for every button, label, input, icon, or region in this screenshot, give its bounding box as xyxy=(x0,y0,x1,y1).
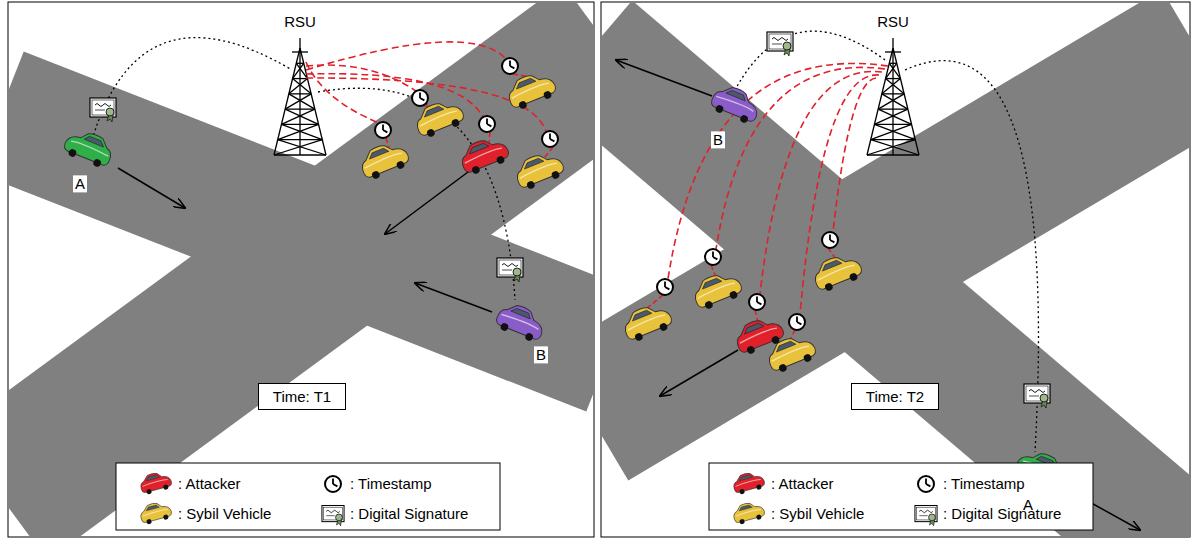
timestamp-icon xyxy=(502,58,518,74)
rsu-tower xyxy=(274,38,326,155)
timestamp-icon xyxy=(375,122,391,138)
sybil-vehicle xyxy=(512,147,567,192)
vehicle-a xyxy=(61,125,116,170)
sybil-vehicle xyxy=(620,299,675,344)
signature-icon xyxy=(1024,384,1050,408)
time-label: Time: T2 xyxy=(866,388,924,405)
timestamp-icon xyxy=(705,249,721,265)
legend-text: : Sybil Vehicle xyxy=(178,505,271,522)
timestamp-icon xyxy=(657,279,673,295)
attacker-vehicle xyxy=(732,312,787,357)
sybil-link xyxy=(306,62,379,123)
sybil-link xyxy=(668,63,888,279)
sybil-vehicle xyxy=(810,249,865,294)
time-label: Time: T1 xyxy=(273,388,331,405)
time-box: Time: T2 xyxy=(851,383,939,410)
scene xyxy=(61,31,1140,530)
legend-text: : Attacker xyxy=(771,475,834,492)
signature-icon xyxy=(497,258,523,282)
legend-text: : Timestamp xyxy=(943,475,1025,492)
sybil-link xyxy=(833,78,876,232)
sybil-vehicle xyxy=(357,137,412,182)
road xyxy=(8,48,594,496)
legend-sybil-icon xyxy=(138,499,173,525)
motion-arrow xyxy=(415,283,492,312)
motion-arrow xyxy=(118,168,185,208)
timestamp-icon xyxy=(479,116,495,132)
signature-link xyxy=(92,38,292,140)
vehicle-label: A xyxy=(73,175,87,192)
signature-link xyxy=(318,88,515,300)
legend-box xyxy=(116,463,500,530)
sybil-link xyxy=(489,132,490,143)
sybil-link xyxy=(646,295,663,309)
timestamp-icon xyxy=(749,294,765,310)
legend-attacker-icon xyxy=(138,469,173,495)
sybil-link xyxy=(800,75,879,314)
sybil-link xyxy=(760,71,882,294)
signature-icon xyxy=(90,98,116,122)
legend-box xyxy=(709,463,1093,530)
sybil-link xyxy=(716,67,885,249)
timestamp-icon xyxy=(325,476,341,492)
rsu-label: RSU xyxy=(875,13,911,30)
timestamp-icon xyxy=(918,476,934,492)
vehicle-label: B xyxy=(711,131,725,148)
rsu-tower xyxy=(867,38,919,155)
legend-text: : Digital Signature xyxy=(943,505,1061,522)
attacker-vehicle xyxy=(457,132,512,177)
motion-arrow xyxy=(660,350,738,396)
timestamp-icon xyxy=(412,90,428,106)
sybil-vehicle xyxy=(690,267,745,312)
timestamp-icon xyxy=(822,232,838,248)
legend-text: : Attacker xyxy=(178,475,241,492)
signature-icon xyxy=(322,506,344,526)
motion-arrow xyxy=(616,60,712,96)
sybil-link xyxy=(306,42,506,70)
signature-icon xyxy=(915,506,937,526)
legend-text: : Digital Signature xyxy=(350,505,468,522)
legend-text: : Sybil Vehicle xyxy=(771,505,864,522)
legend-text: : Timestamp xyxy=(350,475,432,492)
legend-attacker-icon xyxy=(731,469,766,495)
rsu-label: RSU xyxy=(282,13,318,30)
signature-link xyxy=(735,31,885,90)
legend-sybil-icon xyxy=(731,499,766,525)
motion-arrow xyxy=(385,172,468,234)
signature-icon xyxy=(767,32,793,56)
sybil-link xyxy=(711,265,716,277)
time-box: Time: T1 xyxy=(258,383,346,410)
vehicle-b xyxy=(708,81,763,126)
road xyxy=(601,50,1190,537)
sybil-link xyxy=(544,147,553,158)
sybil-link xyxy=(755,310,758,322)
vehicle-b xyxy=(493,299,548,344)
timestamp-icon xyxy=(789,314,805,330)
vehicle-label: B xyxy=(534,346,548,363)
timestamp-icon xyxy=(542,131,558,147)
